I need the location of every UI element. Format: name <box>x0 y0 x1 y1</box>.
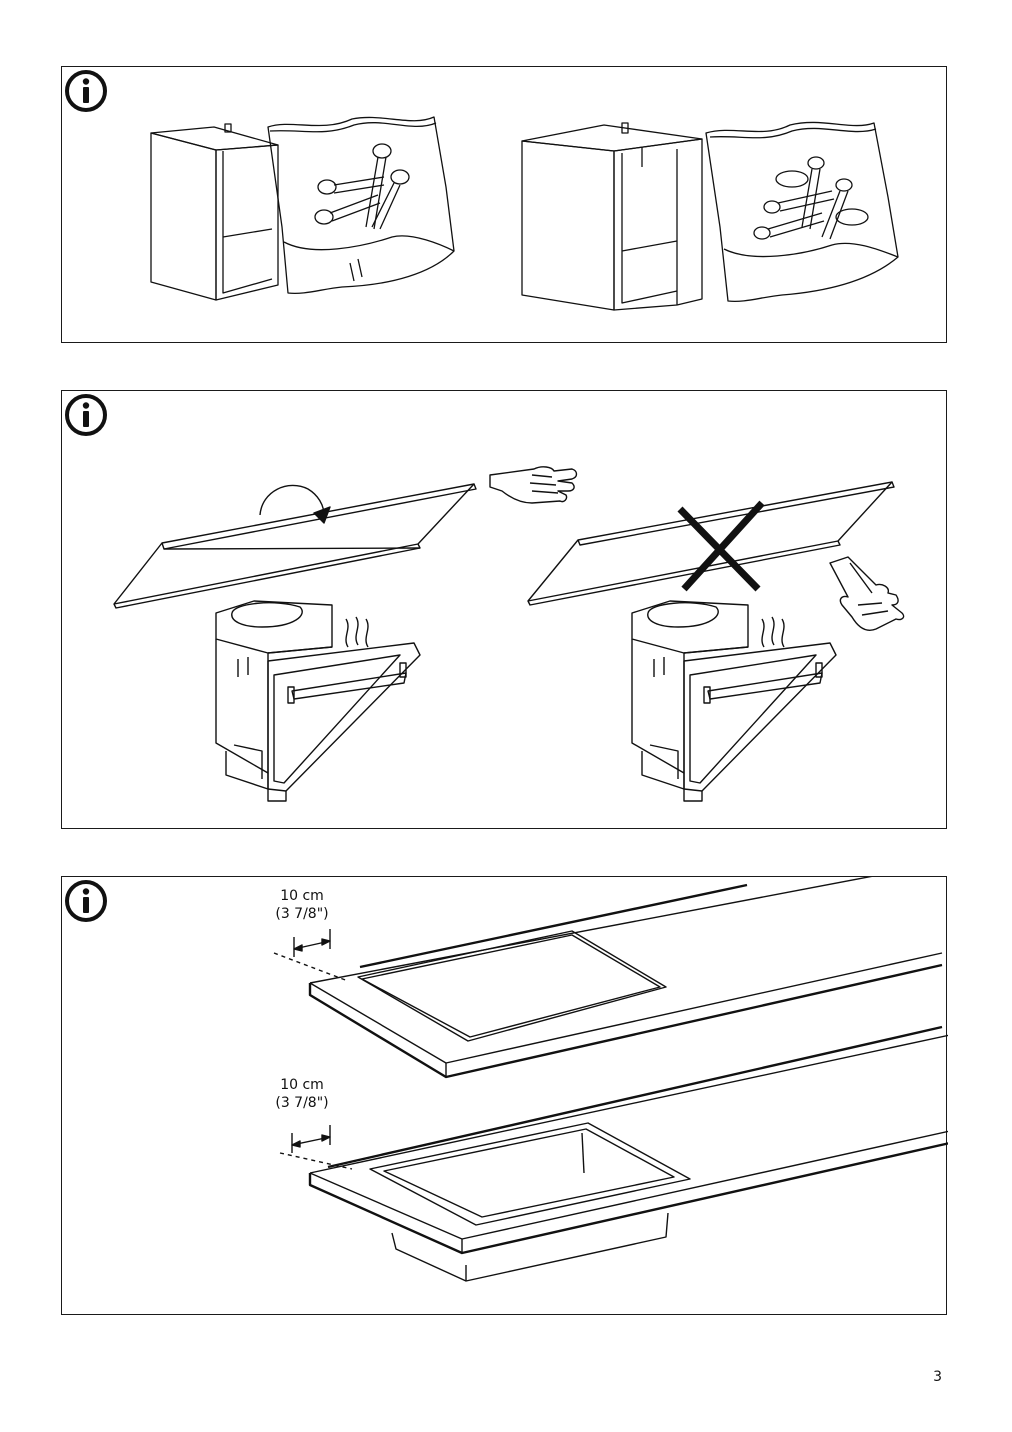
dimension-imperial: (3 7/8") <box>275 1095 329 1111</box>
info-icon <box>65 880 107 922</box>
dimension-metric: 10 cm <box>280 1077 324 1093</box>
dimension-metric: 10 cm <box>280 888 324 904</box>
info-panel-dishwasher-steam <box>61 390 947 829</box>
worktop-cutout-illustrations <box>273 877 948 1282</box>
dimension-label-hob: 10 cm (3 7/8") <box>252 887 352 923</box>
worktop-with-hob-illustration <box>273 877 943 1079</box>
pointing-hand-up-icon <box>829 556 905 631</box>
dishwasher-illustration <box>631 600 837 802</box>
incorrect-cross-icon <box>677 500 765 592</box>
dimension-imperial: (3 7/8") <box>275 906 329 922</box>
worktop-with-sink-illustration <box>279 1025 948 1282</box>
page-number: 3 <box>933 1369 942 1385</box>
cabinet-illustrations <box>150 116 899 311</box>
info-icon <box>65 394 107 436</box>
info-panel-cabinet-fittings <box>61 66 947 343</box>
base-cabinet-illustration <box>150 123 279 301</box>
pointing-hand-icon <box>489 466 578 504</box>
dishwasher-illustration <box>215 600 421 802</box>
info-icon <box>65 70 107 112</box>
flip-arrow-icon <box>259 484 331 524</box>
screw-bag-icon <box>267 116 455 295</box>
screw-bag-icon <box>705 121 899 303</box>
dishwasher-illustrations <box>113 466 905 802</box>
corner-cabinet-illustration <box>521 122 703 311</box>
info-panel-cutout-distance: 10 cm (3 7/8") 10 cm (3 7/8") <box>61 876 948 1315</box>
dimension-label-sink: 10 cm (3 7/8") <box>252 1076 352 1112</box>
worktop-with-moisture-barrier <box>113 483 477 609</box>
